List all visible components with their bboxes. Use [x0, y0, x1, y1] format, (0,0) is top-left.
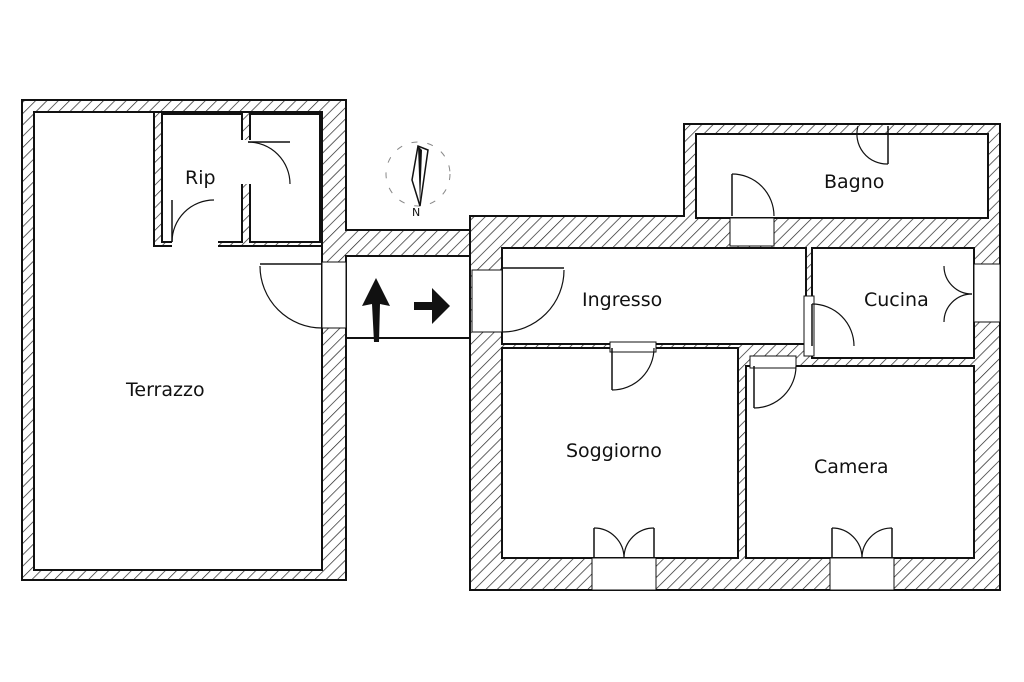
room-label-cucina: Cucina	[864, 289, 929, 311]
room-label-rip: Rip	[185, 167, 216, 189]
room-label-bagno: Bagno	[824, 171, 884, 193]
bagno-doors	[729, 125, 889, 247]
left-right-arrows-icon	[362, 278, 450, 342]
rip-closet-floor	[249, 113, 321, 243]
apartment-block	[469, 123, 1001, 591]
room-label-soggiorno: Soggiorno	[566, 440, 662, 462]
rip-floor	[161, 113, 243, 243]
cucina-doors	[803, 263, 1001, 357]
room-label-camera: Camera	[814, 456, 889, 478]
compass-north-label: N	[412, 206, 420, 219]
camera-floor	[745, 365, 975, 559]
cucina-floor	[811, 247, 975, 359]
rip-block	[153, 111, 323, 248]
room-label-ingresso: Ingresso	[582, 289, 662, 311]
entry-corridor	[345, 255, 471, 339]
terrazzo-door	[259, 261, 347, 329]
compass-icon: N	[385, 141, 451, 219]
room-label-terrazzo: Terrazzo	[125, 379, 205, 401]
ingresso-floor	[501, 247, 807, 345]
soggiorno-doors	[591, 341, 657, 591]
camera-doors	[749, 355, 895, 591]
apartment-entrance-door	[471, 267, 565, 333]
